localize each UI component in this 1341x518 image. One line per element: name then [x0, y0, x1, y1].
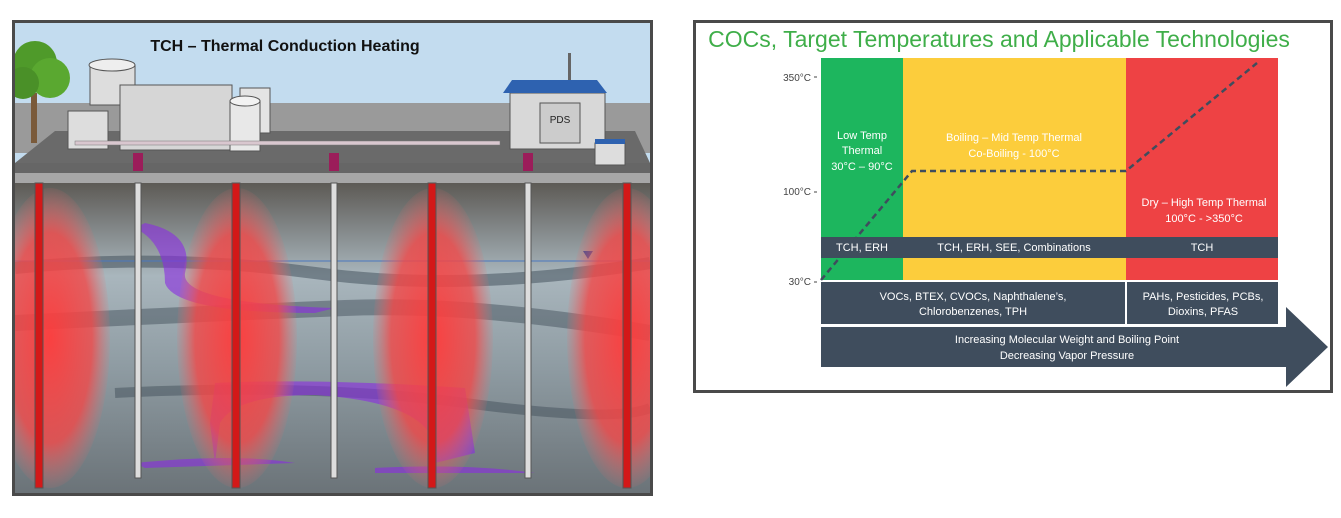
pds-building: PDS: [503, 53, 626, 166]
zone-label: Boiling – Mid Temp Thermal: [946, 132, 1082, 144]
coc-label: VOCs, BTEX, CVOCs, Naphthalene’s,: [880, 291, 1067, 303]
y-tick-label: 350°C: [783, 73, 811, 84]
extraction-well: [134, 182, 142, 479]
tch-illustration-panel: TCH – Thermal Conduction Heating: [12, 20, 653, 496]
panel-title: COCs, Target Temperatures and Applicable…: [708, 26, 1290, 52]
heater-well: [231, 182, 241, 489]
heater-wells: [34, 182, 632, 489]
arrow-label: Increasing Molecular Weight and Boiling …: [955, 334, 1179, 346]
extraction-wells: [134, 182, 532, 479]
zone-label: Co-Boiling - 100°C: [968, 148, 1059, 160]
technology-label: TCH: [1191, 242, 1214, 254]
y-tick-label: 100°C: [783, 187, 811, 198]
extraction-well: [330, 182, 338, 479]
tree-icon: [15, 41, 70, 143]
zone-label: 30°C – 90°C: [831, 161, 892, 173]
coc-group-box: [1127, 282, 1278, 324]
arrow-label: Decreasing Vapor Pressure: [1000, 350, 1134, 362]
y-tick-label: 30°C: [789, 277, 811, 288]
trend-arrow: [821, 307, 1328, 387]
temperature-profile-line: [820, 62, 1258, 281]
temperature-technology-diagram: COCs, Target Temperatures and Applicable…: [708, 26, 1328, 387]
pds-label: PDS: [550, 115, 571, 126]
heater-well: [34, 182, 44, 489]
wellheads: [133, 153, 533, 171]
coc-label: PAHs, Pesticides, PCBs,: [1143, 291, 1264, 303]
technology-band: [821, 237, 1278, 258]
zone-label: Dry – High Temp Thermal: [1142, 197, 1267, 209]
heater-well: [622, 182, 632, 489]
heater-well: [427, 182, 437, 489]
coc-temperature-panel: COCs, Target Temperatures and Applicable…: [693, 20, 1333, 393]
coc-label: Chlorobenzenes, TPH: [919, 306, 1027, 318]
zone-label: 100°C - >350°C: [1165, 213, 1243, 225]
tch-site-illustration: TCH – Thermal Conduction Heating: [15, 23, 650, 493]
illustration-title: TCH – Thermal Conduction Heating: [150, 38, 419, 55]
zone-label: Thermal: [842, 145, 882, 157]
treatment-system: [67, 58, 501, 152]
zone-label: Low Temp: [837, 130, 887, 142]
coc-label: Dioxins, PFAS: [1168, 306, 1238, 318]
coc-group-box: [821, 282, 1125, 324]
technology-label: TCH, ERH, SEE, Combinations: [937, 242, 1091, 254]
extraction-well: [524, 182, 532, 479]
